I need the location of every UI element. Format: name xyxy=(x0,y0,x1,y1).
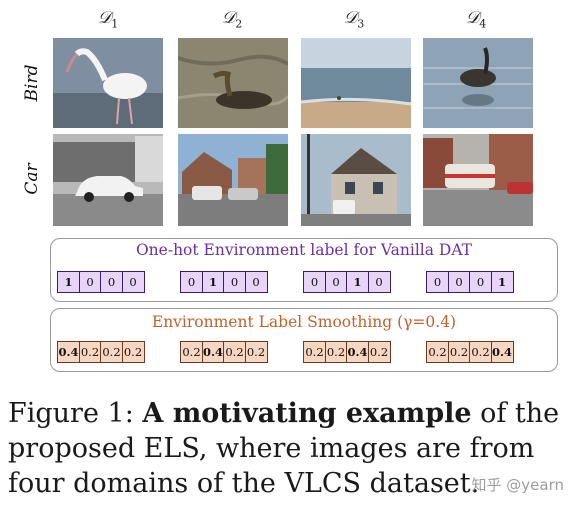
onehot-cell: 0 xyxy=(244,271,268,293)
onehot-vector-4: 0 0 0 1 xyxy=(426,271,514,293)
smooth-vector-3: 0.2 0.2 0.4 0.2 xyxy=(303,341,391,363)
smooth-cell: 0.2 xyxy=(244,341,268,363)
onehot-cell: 0 xyxy=(426,271,449,293)
row-label-bird: Bird xyxy=(22,64,42,102)
onehot-cell: 0 xyxy=(100,271,123,293)
smooth-cell: 0.2 xyxy=(367,341,391,363)
onehot-cell: 0 xyxy=(324,271,348,293)
smooth-cell: 0.2 xyxy=(447,341,471,363)
domain-label-2: 𝒟2 xyxy=(221,8,243,31)
caption-rest: of the proposed ELS, where images are fr… xyxy=(8,398,560,499)
bird-image-domain-4 xyxy=(423,38,533,128)
row-label-car: Car xyxy=(22,163,42,195)
onehot-cell: 0 xyxy=(303,271,326,293)
onehot-cell: 0 xyxy=(367,271,391,293)
smooth-vector-2: 0.2 0.4 0.2 0.2 xyxy=(180,341,268,363)
smooth-cell: 0.2 xyxy=(223,341,246,363)
domain-label-1: 𝒟1 xyxy=(97,8,119,31)
smooth-cell: 0.4 xyxy=(346,341,369,363)
smooth-vector-1: 0.4 0.2 0.2 0.2 xyxy=(57,341,145,363)
onehot-cell: 1 xyxy=(346,271,369,293)
smooth-cell: 0.4 xyxy=(490,341,514,363)
onehot-cell: 0 xyxy=(180,271,203,293)
smooth-cell: 0.2 xyxy=(100,341,123,363)
onehot-vector-1: 1 0 0 0 xyxy=(57,271,145,293)
onehot-cell: 1 xyxy=(490,271,514,293)
smooth-cell: 0.2 xyxy=(121,341,145,363)
onehot-cell: 0 xyxy=(121,271,145,293)
smooth-cell: 0.2 xyxy=(324,341,348,363)
smooth-cell: 0.2 xyxy=(469,341,492,363)
smooth-vector-4: 0.2 0.2 0.2 0.4 xyxy=(426,341,514,363)
domain-label-4: 𝒟4 xyxy=(465,8,487,31)
onehot-vector-3: 0 0 1 0 xyxy=(303,271,391,293)
car-image-domain-1 xyxy=(53,134,163,226)
car-image-domain-4 xyxy=(423,134,533,226)
onehot-cell: 1 xyxy=(57,271,80,293)
bird-image-domain-3 xyxy=(301,38,411,128)
onehot-cell: 0 xyxy=(223,271,246,293)
bird-image-domain-2 xyxy=(178,38,288,128)
watermark: 知乎 @yearn xyxy=(471,476,564,494)
smooth-cell: 0.2 xyxy=(303,341,326,363)
smooth-cell: 0.2 xyxy=(180,341,203,363)
car-image-domain-3 xyxy=(301,134,411,226)
car-image-domain-2 xyxy=(178,134,288,226)
onehot-cell: 0 xyxy=(78,271,102,293)
onehot-vector-2: 0 1 0 0 xyxy=(180,271,268,293)
smoothing-panel-title: Environment Label Smoothing (γ=0.4) xyxy=(151,313,457,331)
onehot-panel-title: One-hot Environment label for Vanilla DA… xyxy=(135,241,473,259)
caption-prefix: Figure 1: xyxy=(8,398,143,429)
onehot-cell: 1 xyxy=(201,271,225,293)
domain-label-3: 𝒟3 xyxy=(343,8,365,31)
onehot-cell: 0 xyxy=(447,271,471,293)
onehot-cell: 0 xyxy=(469,271,492,293)
smooth-cell: 0.4 xyxy=(57,341,80,363)
caption-bold: A motivating example xyxy=(142,398,472,429)
smooth-cell: 0.2 xyxy=(78,341,102,363)
smooth-cell: 0.4 xyxy=(201,341,225,363)
smooth-cell: 0.2 xyxy=(426,341,449,363)
figure-caption: Figure 1: A motivating example of the pr… xyxy=(8,396,568,501)
bird-image-domain-1 xyxy=(53,38,163,128)
